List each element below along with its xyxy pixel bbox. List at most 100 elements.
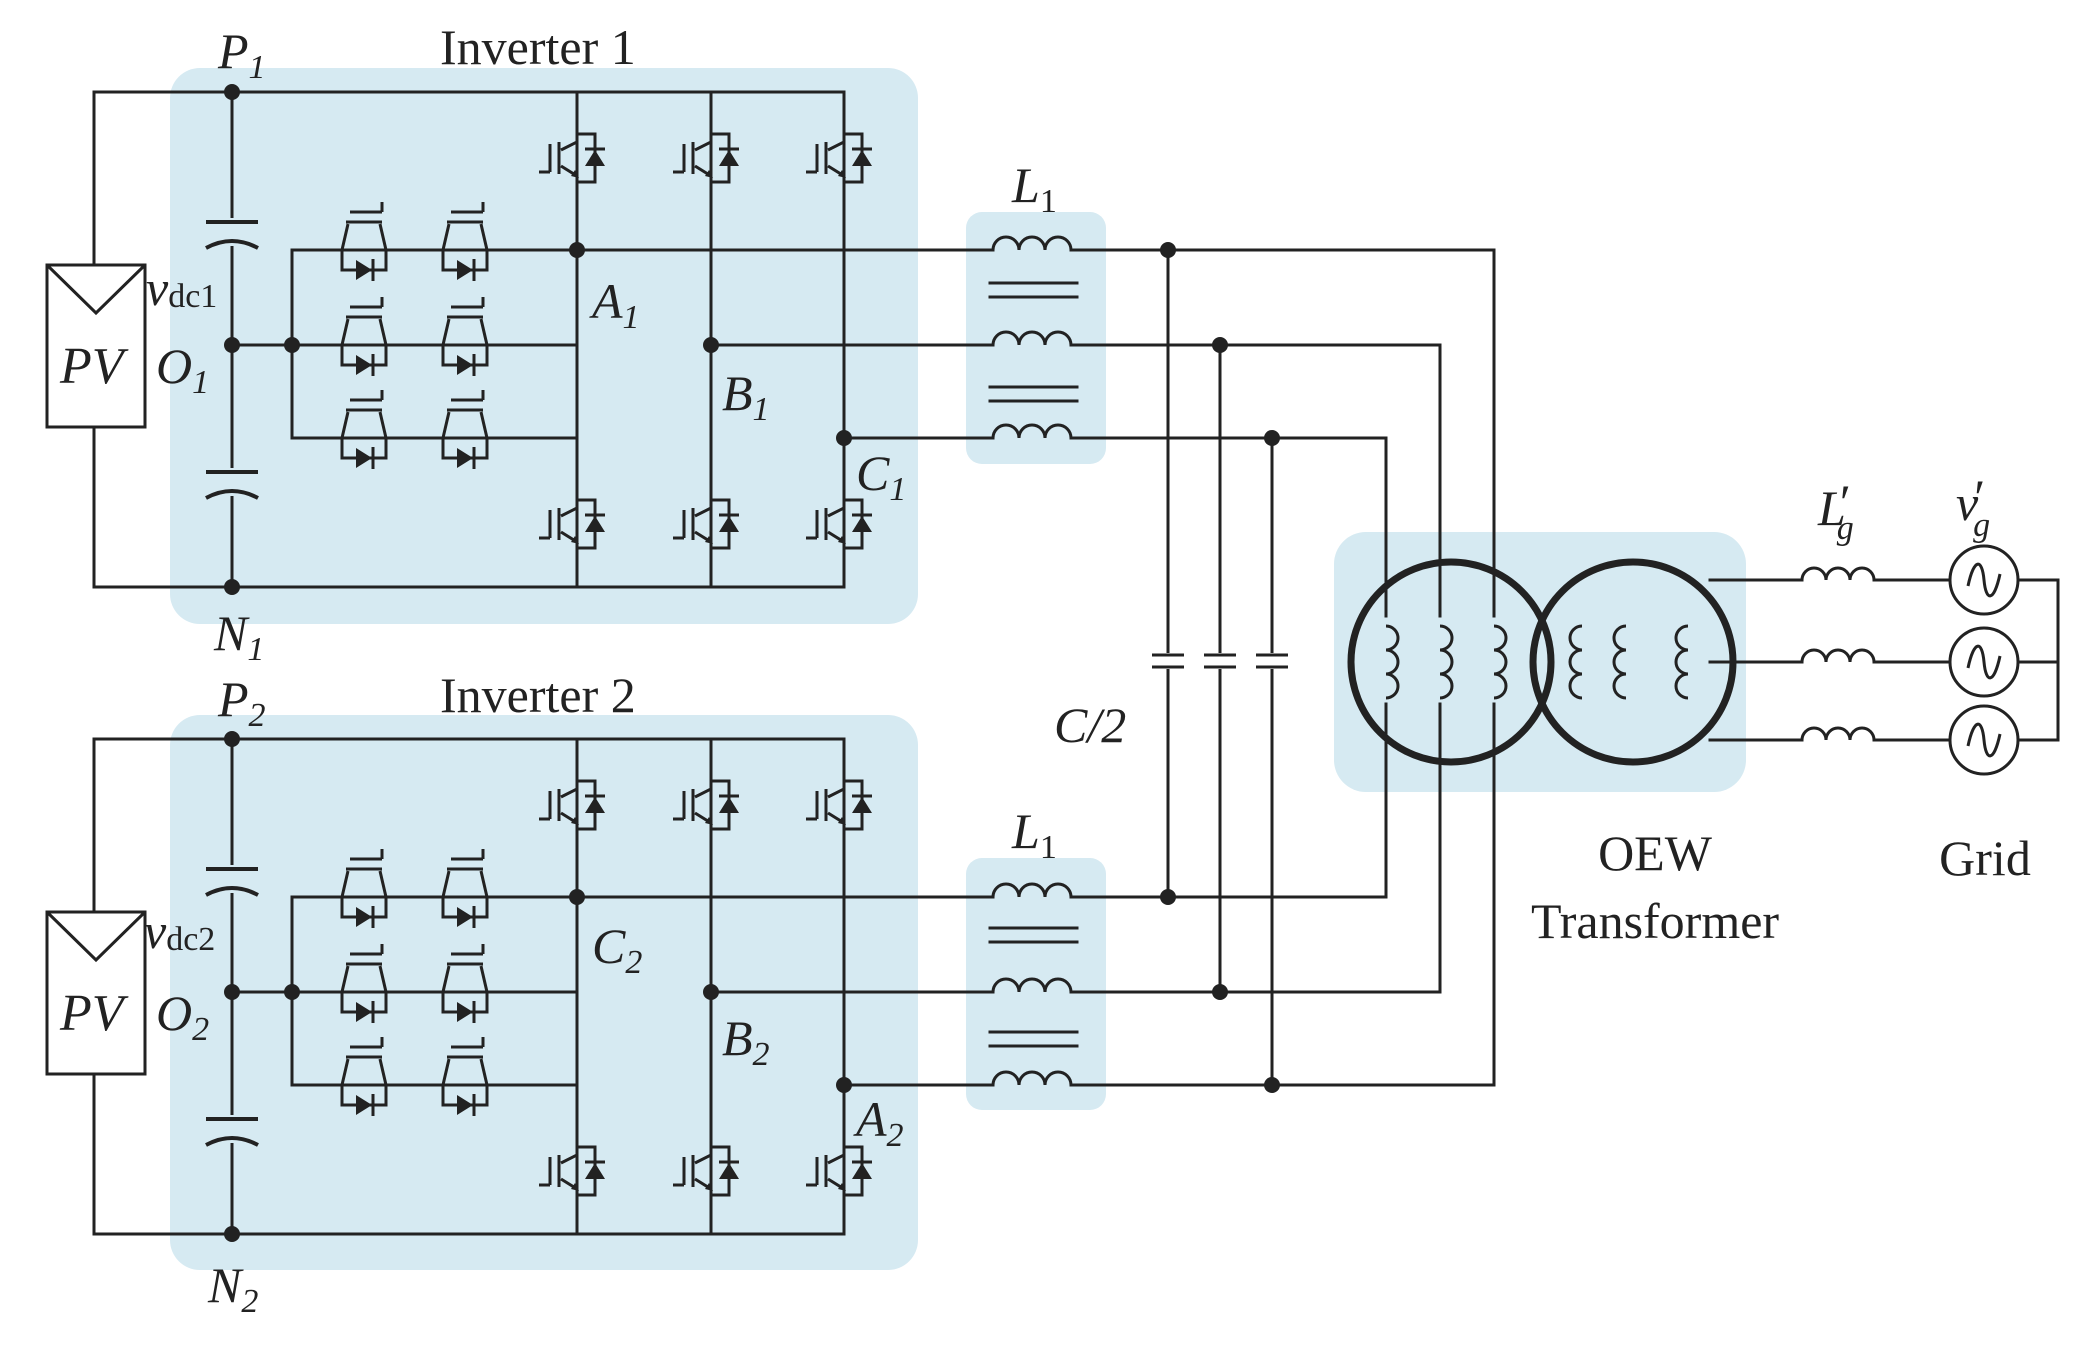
vdc2-main: v (144, 903, 167, 959)
node-o1-label: O1 (156, 338, 209, 401)
node-p2-sub: 2 (249, 697, 266, 734)
capacitor-icon (202, 865, 262, 897)
ac-source-icon (1948, 704, 2020, 776)
igbt-arrow (838, 170, 846, 178)
junction-dot (224, 1226, 240, 1242)
igbt-icon (435, 202, 495, 281)
cell-gate (451, 944, 485, 956)
inductor-l1-top-label: L1 (1011, 157, 1057, 220)
node-c2-main: C (592, 918, 626, 974)
capacitor-icon (1152, 653, 1184, 669)
diode-icon (457, 1002, 473, 1022)
junction-dot (703, 984, 719, 1000)
diode-icon (585, 1163, 605, 1179)
inductor-icon (1612, 624, 1627, 700)
inductor-coil (1800, 726, 1876, 741)
igbt-icon (539, 1137, 605, 1205)
junction-dot (284, 337, 300, 353)
diode-icon (457, 448, 473, 468)
node-c2-sub: 2 (625, 944, 642, 981)
cap-gap (1152, 653, 1184, 669)
winding-coil (1674, 624, 1689, 700)
igbt-arrow (705, 536, 713, 544)
vg-main: v (1956, 475, 1979, 531)
igbt-icon (435, 944, 495, 1023)
cell-gate (350, 202, 384, 214)
secondary-winding-ring (1529, 558, 1737, 766)
igbt-icon (435, 1037, 495, 1116)
grid-label: Grid (1939, 830, 2031, 886)
node-n2-label: N2 (207, 1257, 258, 1320)
cap-gap (1256, 653, 1288, 669)
diode-icon (457, 1095, 473, 1115)
node-n1-sub: 1 (247, 631, 264, 668)
pv2-label: PV (59, 985, 129, 1042)
ac-source-icon (1948, 626, 2020, 698)
igbt-arrow (838, 1183, 846, 1191)
igbt-icon (806, 490, 872, 558)
cap-plate-curved (205, 489, 259, 500)
node-a2-sub: 2 (887, 1117, 904, 1154)
igbt-gate (539, 1157, 552, 1187)
node-p2-label: P2 (217, 671, 266, 734)
node-c1-label: C1 (856, 445, 906, 508)
cell-gate (350, 390, 384, 402)
inductor-coil (991, 882, 1073, 898)
node-n2-main: N (207, 1257, 244, 1313)
diode-icon (356, 355, 372, 375)
node-c1-main: C (856, 445, 890, 501)
igbt-icon (334, 390, 394, 469)
labels-layer: Inverter 1 Inverter 2 P1 N1 O1 vdc1 P2 N… (59, 19, 2031, 1320)
node-b2-main: B (722, 1010, 753, 1066)
junction-dot (1160, 889, 1176, 905)
source-wave (1966, 562, 2002, 598)
lg-sub: g (1837, 510, 1854, 547)
transformer-panel (1334, 532, 1746, 792)
igbt-icon (435, 297, 495, 376)
node-a1-label: A1 (589, 273, 640, 336)
winding-coil (1439, 624, 1454, 700)
cell-gate (350, 944, 384, 956)
vg-prime: ′ (1974, 469, 1985, 525)
inductor-icon (991, 977, 1073, 993)
node-o2-main: O (156, 985, 192, 1041)
inductor-icon (991, 235, 1073, 251)
igbt-icon (334, 849, 394, 928)
junction-dot (224, 984, 240, 1000)
vdc1-label: vdc1 (146, 260, 217, 316)
ac-source-icon (1948, 544, 2020, 616)
node-n2-sub: 2 (241, 1283, 258, 1320)
cell-gate (350, 849, 384, 861)
igbt-icon (806, 771, 872, 839)
inductor-icon (1385, 624, 1400, 700)
igbt-gate (806, 1157, 819, 1187)
inductor-icon (991, 882, 1073, 898)
inductor-icon (1674, 624, 1689, 700)
igbt-arrow (571, 1183, 579, 1191)
node-o2-sub: 2 (192, 1011, 209, 1048)
node-a2-main: A (853, 1091, 887, 1147)
vdc2-label: vdc2 (144, 903, 215, 959)
junction-dot (1264, 430, 1280, 446)
cell-gate (451, 1037, 485, 1049)
igbt-icon (539, 771, 605, 839)
inductor-coil (991, 330, 1073, 346)
grid-inductor-label: L′g (1817, 474, 1854, 547)
inductor-icon (1800, 566, 1876, 581)
l1-top-main: L (1011, 157, 1040, 213)
junction-dots-layer (224, 84, 1280, 1242)
l1-bottom-sub: 1 (1040, 829, 1057, 866)
inductor-coil (1800, 566, 1876, 581)
source-wave (1966, 722, 2002, 758)
inductor-icon (991, 423, 1073, 439)
igbt-gate (806, 510, 819, 540)
vg-sub: g (1973, 507, 1990, 544)
diode-icon (852, 1163, 872, 1179)
capacitor-icon (202, 1115, 262, 1147)
inductor-coil (991, 423, 1073, 439)
node-b2-label: B2 (722, 1010, 770, 1073)
igbt-arrow (571, 817, 579, 825)
diode-icon (852, 797, 872, 813)
diode-icon (585, 516, 605, 532)
